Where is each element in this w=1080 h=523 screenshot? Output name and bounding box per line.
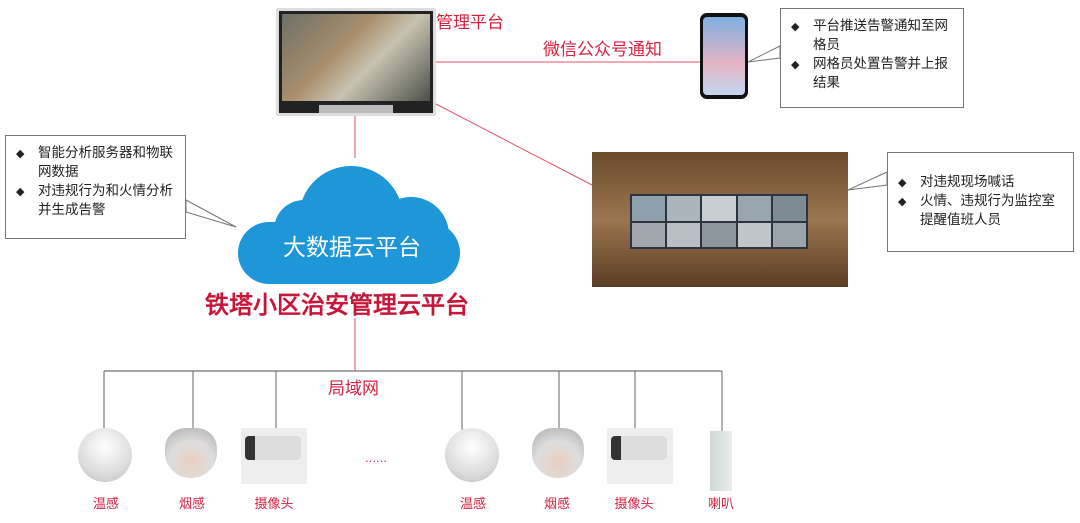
management-monitor <box>276 8 436 116</box>
callout-item: 网格员处置告警并上报结果 <box>813 56 948 91</box>
callout-item: 对违规行为和火情分析并生成告警 <box>38 183 173 218</box>
bullet-icon: ◆ <box>898 176 907 189</box>
callout-item: 智能分析服务器和物联网数据 <box>38 145 173 180</box>
device-label: 温感 <box>459 497 486 512</box>
heat-detector-icon <box>78 428 134 484</box>
callout-item: 对违规现场喊话 <box>920 174 1015 190</box>
wechat-label: 微信公众号通知 <box>543 40 662 60</box>
cloud-icon <box>238 166 460 284</box>
bullet-icon: ◆ <box>791 20 800 33</box>
bullet-icon: ◆ <box>898 195 907 208</box>
management-platform-label: 管理平台 <box>436 13 504 33</box>
callout-right: ◆ 对违规现场喊话 ◆ 火情、违规行为监控室提醒值班人员 <box>887 152 1074 252</box>
platform-title: 铁塔小区治安管理云平台 <box>205 291 469 319</box>
callout-top-right: ◆ 平台推送告警通知至网格员 ◆ 网格员处置告警并上报结果 <box>780 8 964 108</box>
bullet-icon: ◆ <box>16 185 25 198</box>
camera-icon <box>241 428 307 484</box>
control-room-image <box>592 152 848 287</box>
bullet-icon: ◆ <box>16 147 25 160</box>
device-label: 摄像头 <box>614 497 654 512</box>
device-label: 喇叭 <box>707 497 734 512</box>
cloud-label: 大数据云平台 <box>283 235 421 261</box>
callout-item: 平台推送告警通知至网格员 <box>813 18 948 53</box>
callout-left: ◆ 智能分析服务器和物联网数据 ◆ 对违规行为和火情分析并生成告警 <box>5 135 186 239</box>
bullet-icon: ◆ <box>791 58 800 71</box>
callout-item: 火情、违规行为监控室提醒值班人员 <box>920 193 1055 228</box>
ellipsis: …… <box>365 452 387 465</box>
lan-label: 局域网 <box>328 379 379 399</box>
heat-detector-icon <box>445 428 501 484</box>
device-label: 烟感 <box>178 497 205 512</box>
speaker-icon <box>710 431 732 491</box>
phone-image <box>700 13 748 99</box>
smoke-detector-icon <box>165 428 221 484</box>
device-label: 摄像头 <box>254 497 294 512</box>
device-label: 温感 <box>92 497 119 512</box>
device-label: 烟感 <box>543 497 570 512</box>
camera-icon <box>607 428 673 484</box>
smoke-detector-icon <box>532 428 588 484</box>
